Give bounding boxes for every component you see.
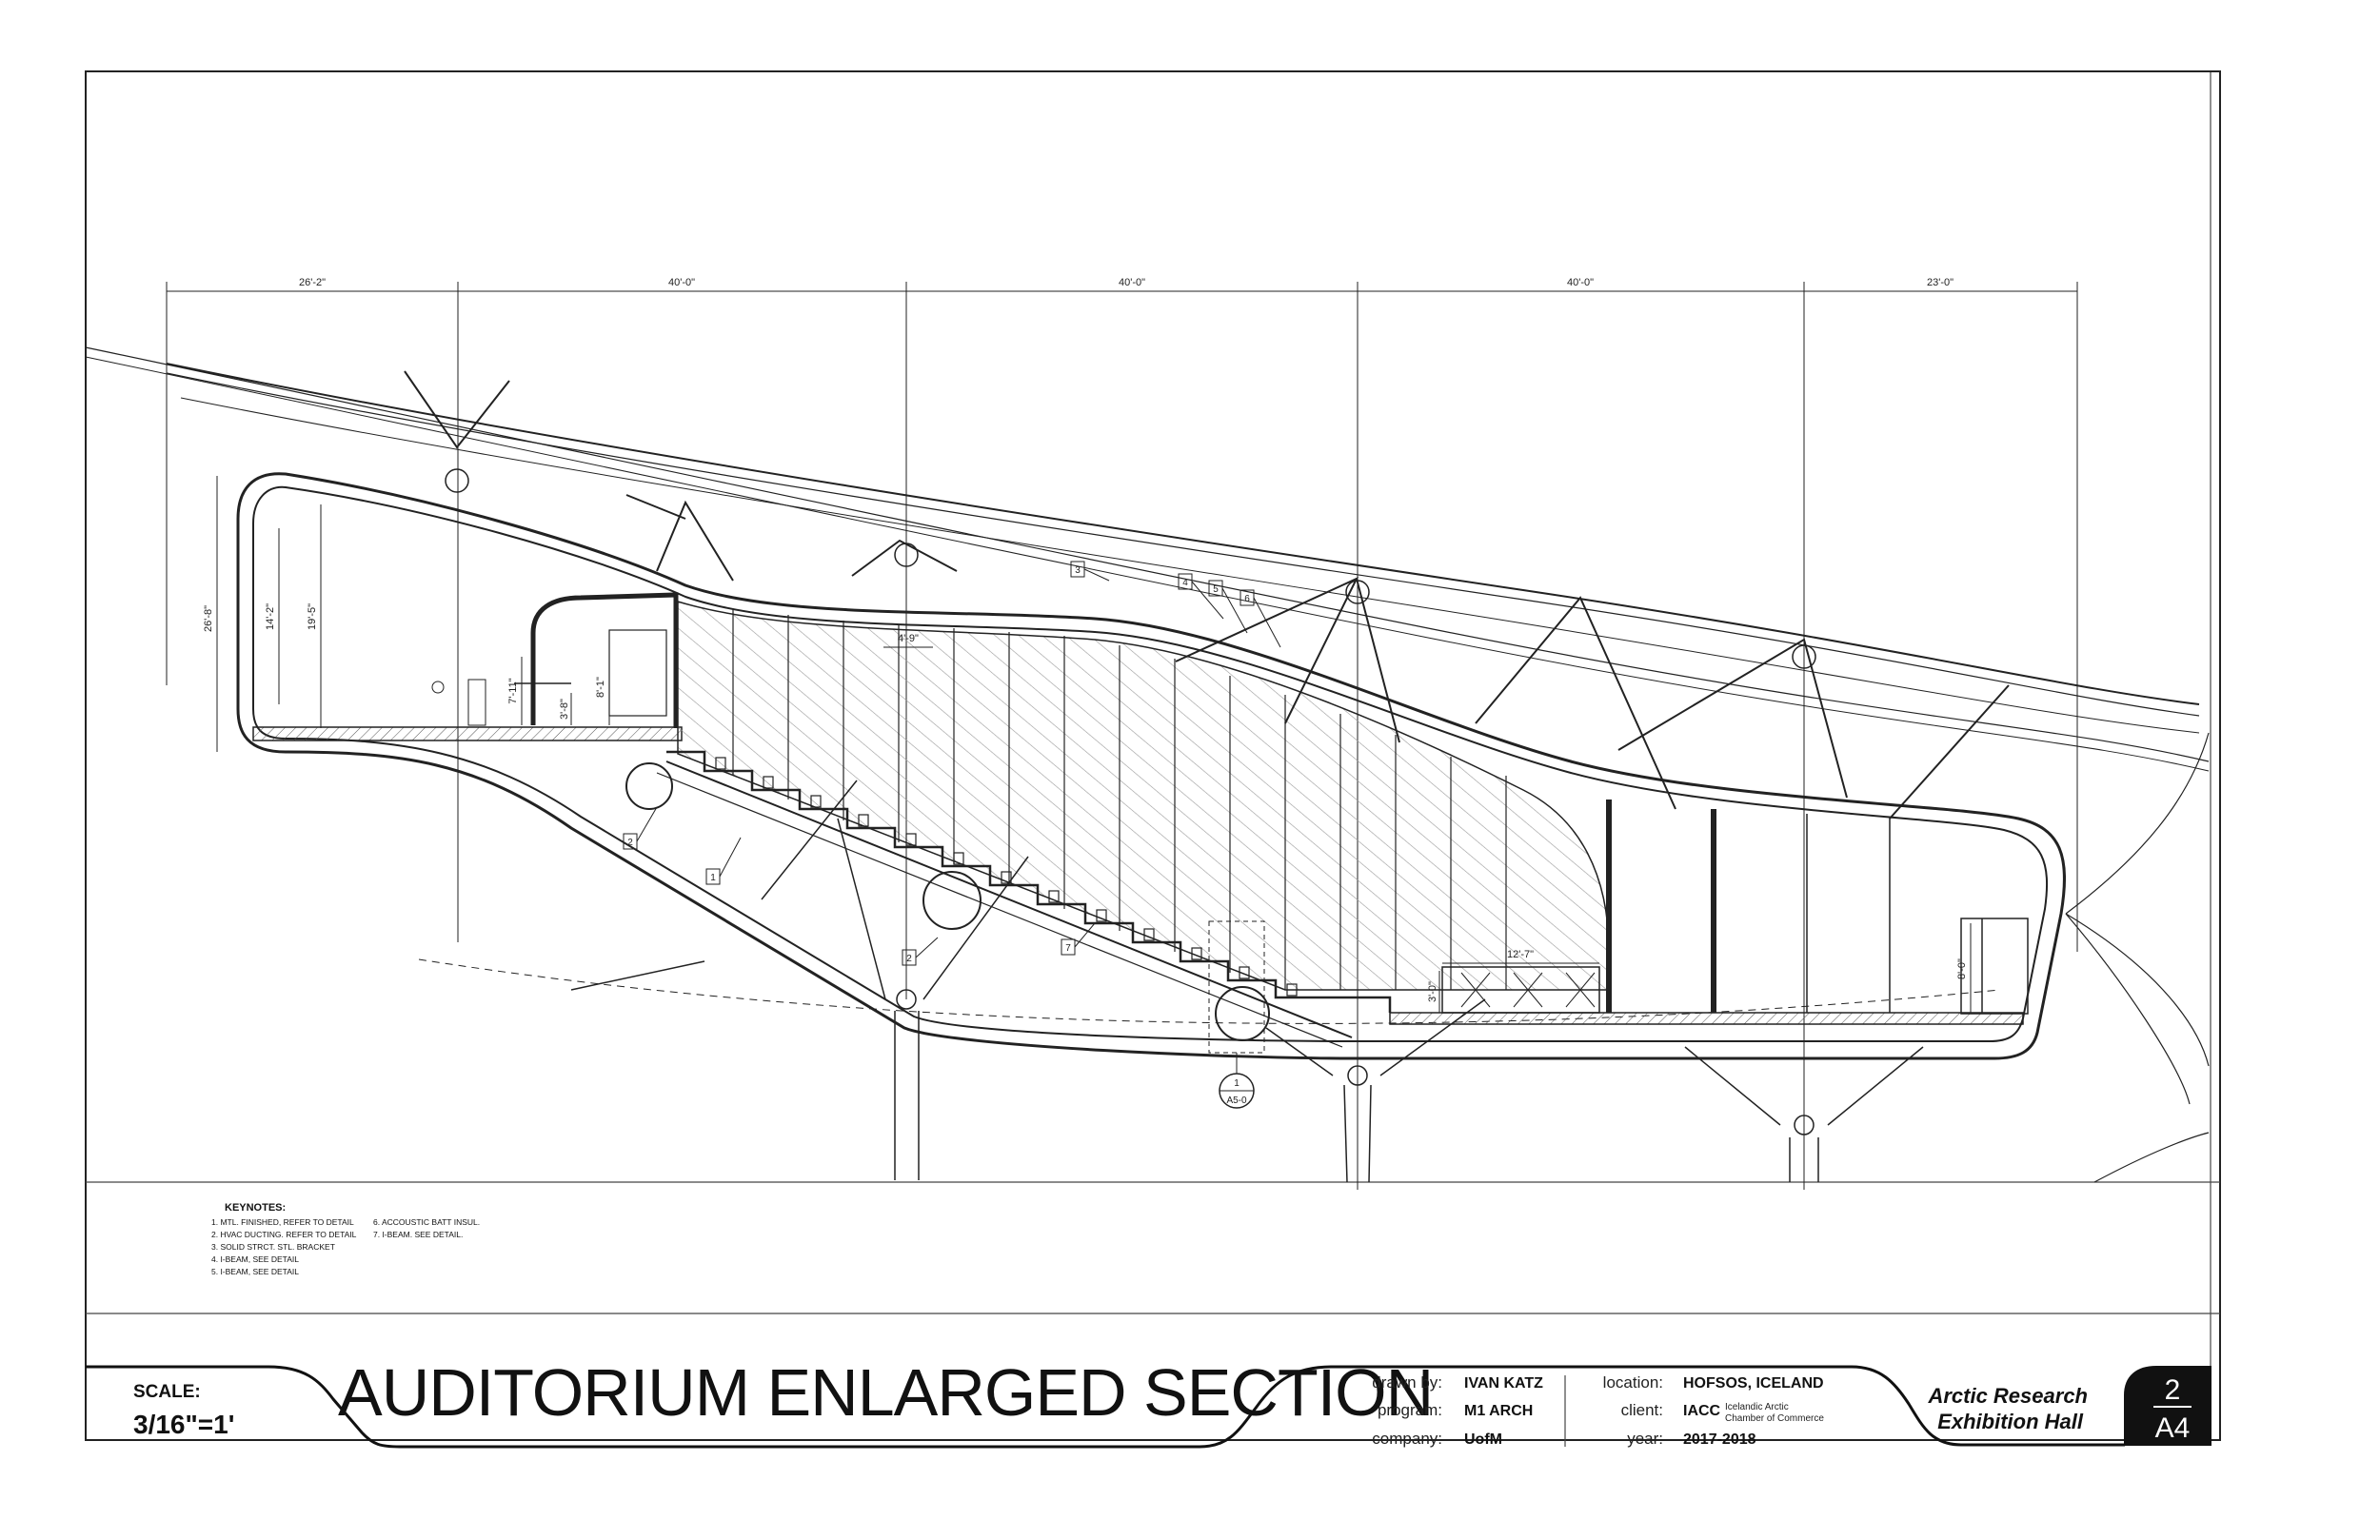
dim-v-10: 8'-0" <box>1956 958 1968 979</box>
detail-callout-number: 1 <box>1234 1078 1240 1089</box>
dimension-labels: 26'-2" 40'-0" 40'-0" 40'-0" 23'-0" 26'-8… <box>203 277 1968 1002</box>
dim-v-1: 26'-8" <box>203 605 214 632</box>
tag-label: 2 <box>906 954 912 964</box>
drawn-by-value: IVAN KATZ <box>1464 1375 1543 1392</box>
client-value: IACC <box>1683 1403 1721 1419</box>
project-name-line1: Arctic Research <box>1927 1384 2088 1408</box>
upper-floor-slab <box>252 726 683 741</box>
lounge-shelf <box>467 679 486 726</box>
building-shell-inner <box>252 485 2049 1042</box>
keynote-item: 2. HVAC DUCTING. REFER TO DETAIL <box>211 1230 357 1239</box>
terrain-line <box>85 346 2210 762</box>
keynote-item: 3. SOLID STRCT. STL. BRACKET <box>211 1242 335 1252</box>
keynotes-heading: KEYNOTES: <box>225 1202 286 1214</box>
dim-top-2: 40'-0" <box>668 277 695 288</box>
detail-callout-sheet: A5-0 <box>1226 1096 1247 1106</box>
hall-glazing <box>1606 800 2029 1015</box>
dim-top-4: 40'-0" <box>1567 277 1594 288</box>
location-value: HOFSOS, ICELAND <box>1683 1375 1824 1392</box>
keynote-item: 1. MTL. FINISHED, REFER TO DETAIL <box>211 1217 354 1227</box>
building-shell-outer <box>236 472 2067 1060</box>
lounge-curved-wall <box>530 592 679 728</box>
location-label: location: <box>1603 1373 1663 1392</box>
program-label: program: <box>1378 1401 1442 1419</box>
lounge-counter <box>608 629 667 717</box>
canopy-line-2 <box>166 372 2200 717</box>
sheet-id: A4 <box>2155 1412 2191 1444</box>
year-value: 2017-2018 <box>1683 1431 1756 1448</box>
hvac-duct-1 <box>625 762 673 810</box>
sheet-number: 2 <box>2165 1374 2181 1406</box>
hvac-duct-3 <box>1215 986 1270 1041</box>
company-value: UofM <box>1464 1431 1502 1448</box>
drawing-title: AUDITORIUM ENLARGED SECTION <box>338 1355 1433 1430</box>
program-value: M1 ARCH <box>1464 1403 1533 1419</box>
title-block-outline <box>86 1365 2125 1449</box>
company-label: company: <box>1372 1430 1442 1448</box>
title-block: SCALE: 3/16"=1' AUDITORIUM ENLARGED SECT… <box>86 1355 2211 1449</box>
tag-label: 7 <box>1065 943 1071 954</box>
scale-value: 3/16"=1' <box>133 1410 234 1439</box>
canopy-line-3 <box>180 397 2200 734</box>
stepped-seating <box>666 750 1392 1013</box>
dim-v-4: 7'-11" <box>507 678 519 703</box>
tag-label: 5 <box>1213 584 1219 595</box>
scale-label: SCALE: <box>133 1382 201 1402</box>
dim-v-6: 8'-1" <box>595 677 606 698</box>
section-drawing <box>85 282 2210 1190</box>
keynote-item: 5. I-BEAM, SEE DETAIL <box>211 1267 299 1276</box>
seating-soffit <box>665 760 1353 1038</box>
auditorium-seats <box>715 757 1298 997</box>
dim-v-2: 14'-2" <box>265 603 276 630</box>
truss-nodes <box>445 468 1816 1135</box>
dim-h-8: 12'-7" <box>1507 949 1534 960</box>
project-name-line2: Exhibition Hall <box>1937 1410 2084 1433</box>
turbine-blades <box>2065 732 2210 1183</box>
vertical-dimensions <box>216 476 1972 1013</box>
stage-platform <box>1441 966 1600 1014</box>
keynote-item: 6. ACCOUSTIC BATT INSUL. <box>373 1217 480 1227</box>
tag-label: 2 <box>627 838 633 848</box>
ground-dashed-line <box>418 958 2000 1024</box>
keynotes: KEYNOTES: 1. MTL. FINISHED, REFER TO DET… <box>211 1202 480 1276</box>
tag-label: 1 <box>710 873 716 883</box>
sheet-border <box>85 70 2221 1441</box>
dim-v-9: 3'-0" <box>1427 981 1438 1002</box>
lounge-stool <box>431 681 445 694</box>
dim-top-3: 40'-0" <box>1119 277 1145 288</box>
keynote-tags <box>623 561 1281 966</box>
year-label: year: <box>1627 1430 1663 1448</box>
canopy-line <box>166 363 2200 705</box>
dim-h-7: 4'-9" <box>898 633 919 644</box>
lower-floor-slab <box>1389 1012 2024 1025</box>
seating-soffit-2 <box>656 772 1343 1048</box>
drawn-by-label: drawn by: <box>1372 1373 1442 1392</box>
keynote-item: 4. I-BEAM, SEE DETAIL <box>211 1254 299 1264</box>
client-full-line2: Chamber of Commerce <box>1725 1413 1824 1424</box>
glass-mullions <box>732 609 1507 990</box>
dim-v-3: 19'-5" <box>307 603 318 630</box>
tag-label: 6 <box>1244 594 1250 604</box>
keynote-item: 7. I-BEAM. SEE DETAIL. <box>373 1230 463 1239</box>
keynote-tag-labels: 2 1 2 3 4 5 6 7 1 A5-0 <box>627 565 1250 1106</box>
client-full-line1: Icelandic Arctic <box>1725 1402 1789 1412</box>
dim-top-5: 23'-0" <box>1927 277 1954 288</box>
hvac-duct-2 <box>922 871 982 930</box>
dim-top-1: 26'-2" <box>299 277 326 288</box>
support-columns <box>570 780 1924 1183</box>
tag-label: 4 <box>1182 578 1188 588</box>
tag-label: 3 <box>1075 565 1081 576</box>
terrain-line-2 <box>85 356 2210 772</box>
dim-v-5: 3'-8" <box>559 699 570 720</box>
client-label: client: <box>1621 1401 1663 1419</box>
roof-trusses <box>404 370 2010 819</box>
glass-wall-hatch <box>677 600 1610 991</box>
stage-crosses <box>1460 972 1596 1008</box>
